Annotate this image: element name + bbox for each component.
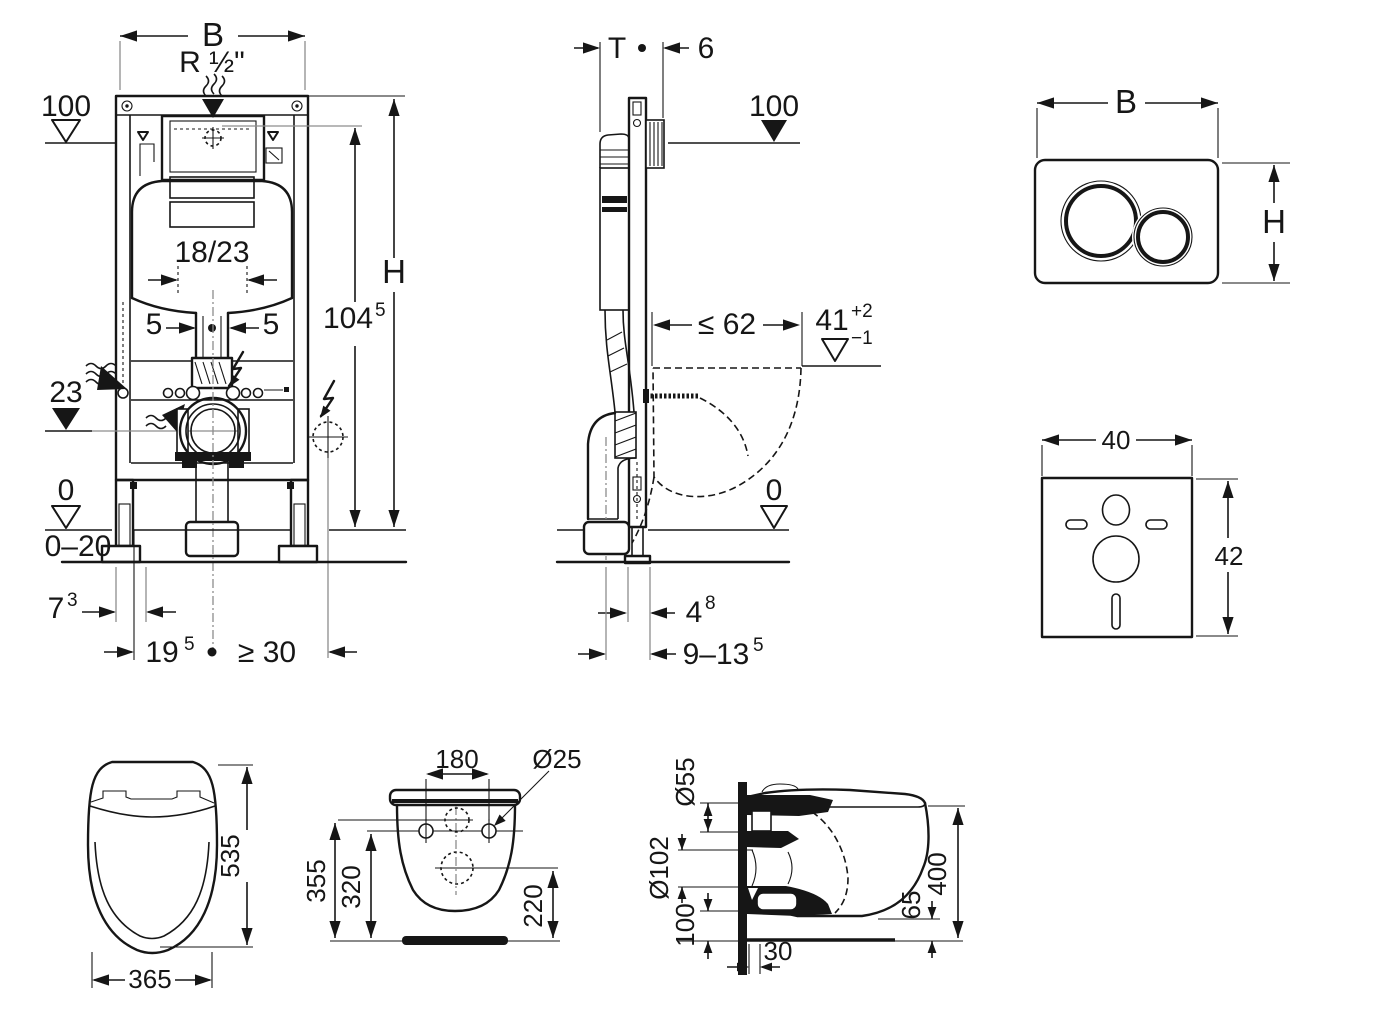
dim-label-outlet-dia: Ø102: [644, 836, 674, 900]
view-sound-pad: 40 42: [1040, 425, 1244, 639]
dim-label-frame-depth: T: [608, 32, 626, 65]
dim-label-floor-range: 0–20: [45, 530, 112, 563]
dim-label-rim-tol-plus: +2: [851, 301, 873, 322]
dim-label-min-clearance: ≥ 30: [238, 636, 296, 669]
dim-label-height-outlet: 220: [518, 884, 548, 927]
dim-label-floor-level: 0: [58, 474, 75, 507]
dim-label-inlet-dia: Ø55: [670, 757, 700, 806]
dim-label-side-clearance: 7: [48, 592, 65, 625]
dim-label-wall-offset: 30: [764, 936, 793, 966]
dim-label-outlet-height: 100: [670, 903, 700, 946]
view-wc-side: Ø55 Ø102 100 65 400 30: [644, 757, 965, 975]
view-frame-side: T 6 100 0 ≤ 62 41 +2 −1 4 8: [555, 32, 881, 671]
view-flush-plate: B H: [1033, 83, 1290, 285]
dim-label-supply-level-side: 100: [749, 90, 799, 123]
dim-label-plate-depth: 6: [698, 32, 715, 65]
dim-label-outlet-level: 23: [49, 376, 82, 409]
dim-label-frame-width: B: [202, 16, 224, 53]
dim-label-rail-depth: 4: [686, 596, 703, 629]
water-flow-arrow-icon: [85, 362, 127, 390]
dim-label-floor-level-side: 0: [766, 474, 783, 507]
dim-label-hole-dia: Ø25: [532, 744, 581, 774]
dim-label-bottom-clearance: 65: [896, 891, 926, 920]
dim-label-outlet-offset: 19: [145, 636, 178, 669]
water-inflow-arrow-icon: [202, 73, 226, 118]
dim-label-height-val: 104: [323, 302, 373, 335]
level-marker-filled: [52, 408, 80, 430]
view-frame-front: B R ½" 100 18/23 5 5 23: [41, 16, 408, 669]
dim-label-plate-width: B: [1115, 83, 1137, 120]
dim-label-pan-width: 365: [128, 964, 171, 994]
dim-label-rim-tol-minus: −1: [851, 328, 873, 349]
dim-label-height-sup: 5: [375, 300, 386, 321]
dim-label-outlet-offset-sup: 5: [184, 634, 195, 655]
level-marker-filled: [761, 120, 787, 142]
dim-label-supply-level: 100: [41, 90, 91, 123]
level-marker-open: [760, 505, 788, 529]
dim-label-rail-depth-sup: 8: [705, 593, 716, 614]
dim-label-outlet-range: 9–13: [683, 638, 750, 671]
level-marker-open: [51, 119, 81, 143]
level-marker-open: [51, 505, 81, 529]
dim-label-offset-left: 5: [146, 308, 163, 341]
electric-connection-icon: [225, 350, 245, 390]
dim-label-frame-height: H: [382, 253, 406, 290]
dim-label-hole-spacing: 180: [435, 744, 478, 774]
view-wc-back: 180 Ø25 355 320 220: [301, 744, 582, 945]
dim-label-bowl-depth-max: ≤ 62: [698, 308, 756, 341]
dim-label-tank-depth: 18/23: [174, 236, 249, 269]
dim-label-pad-width: 40: [1102, 425, 1131, 455]
dim-label-height-total: 355: [301, 859, 331, 902]
dim-label-height-fixing: 320: [336, 865, 366, 908]
wall-section: [738, 782, 747, 975]
level-marker-open: [821, 338, 849, 362]
dim-label-outlet-range-sup: 5: [753, 635, 764, 656]
dim-label-rim-height: 41: [815, 304, 848, 337]
dim-label-water-connection: R ½": [179, 46, 245, 79]
dim-label-plate-height: H: [1262, 203, 1286, 240]
dim-label-side-clearance-sup: 3: [67, 590, 78, 611]
electric-connection-icon: [308, 379, 348, 458]
view-wc-top: 535 365: [86, 760, 253, 994]
dim-label-offset-right: 5: [263, 308, 280, 341]
dim-label-pad-height: 42: [1215, 541, 1244, 571]
dim-label-pan-height: 400: [922, 852, 952, 895]
dim-label-pan-depth: 535: [215, 834, 245, 877]
